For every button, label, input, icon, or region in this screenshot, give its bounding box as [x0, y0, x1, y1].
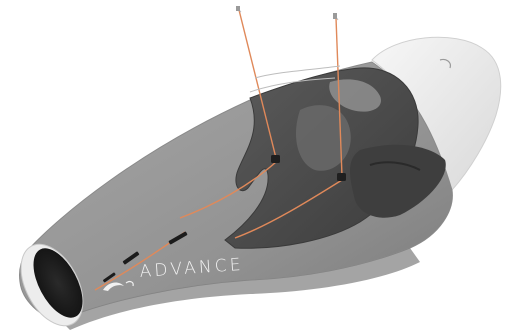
right-carabiner-icon	[337, 173, 346, 181]
left-carabiner-icon	[271, 155, 280, 163]
right-riser-top-icon	[333, 13, 337, 19]
left-riser-top-icon	[236, 6, 240, 11]
